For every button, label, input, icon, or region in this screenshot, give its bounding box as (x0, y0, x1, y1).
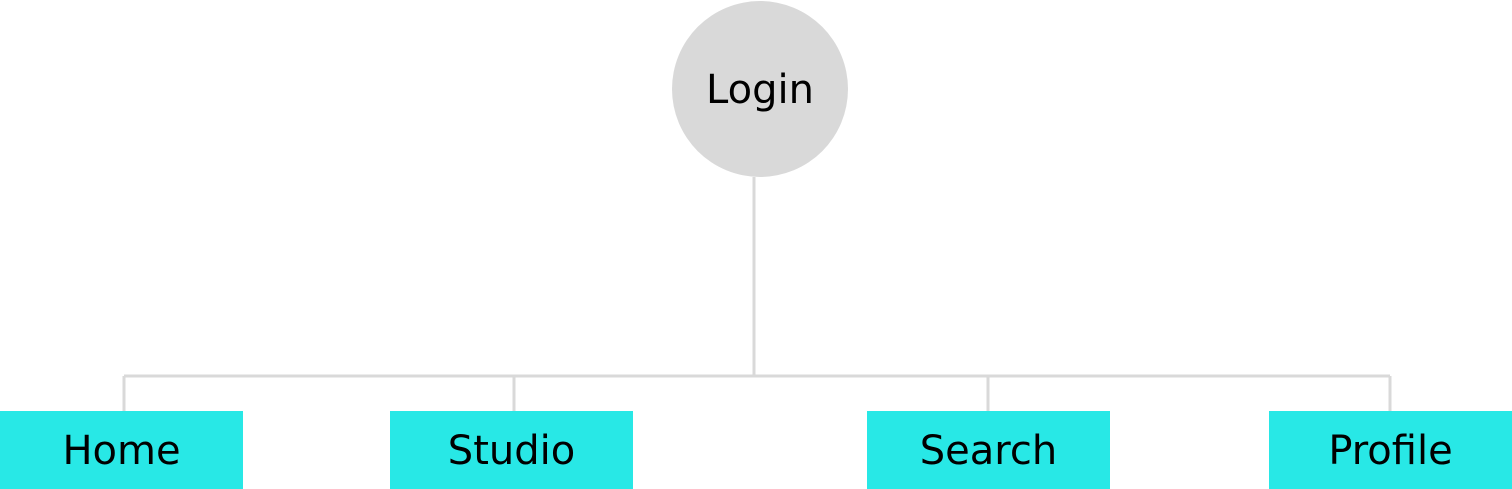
home-node: Home (0, 411, 243, 489)
profile-node: Profile (1269, 411, 1512, 489)
search-node: Search (867, 411, 1110, 489)
login-node: Login (672, 1, 848, 177)
home-node-label: Home (62, 428, 181, 474)
studio-node-label: Studio (447, 428, 576, 474)
studio-node: Studio (390, 411, 633, 489)
search-node-label: Search (919, 428, 1058, 474)
profile-node-label: Profile (1328, 428, 1453, 474)
login-node-label: Login (706, 67, 814, 113)
